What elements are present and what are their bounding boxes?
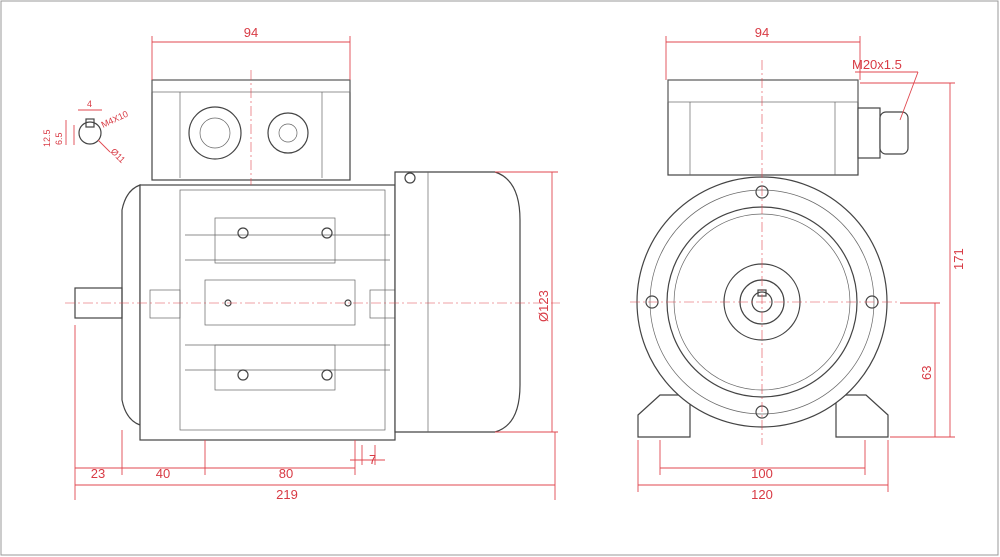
key-height-label: 12.5 [42,129,52,147]
shaft-thread-label: M4X10 [100,109,130,130]
key-width-label: 4 [87,99,92,109]
fan-cover [394,171,521,433]
key-depth-label: 6.5 [54,132,64,145]
cable-gland-side [188,106,242,160]
shaft-diameter-label: Ø11 [109,146,128,165]
dim-foot-spacing: 80 [279,466,293,481]
motor-body [139,184,396,441]
dim-fan-cover-diameter: Ø123 [536,290,551,322]
dimension-lines [74,36,955,500]
end-view [630,60,909,445]
shaft-key-detail [65,109,111,153]
dim-foot-hole: 7 [369,452,376,467]
dim-flange-to-foot: 40 [156,466,170,481]
foot-right [835,394,889,438]
dim-terminal-width-end: 94 [755,25,769,40]
dim-overall-length: 219 [276,487,298,502]
terminal-box-end [667,79,859,176]
dim-shaft-height: 63 [919,366,934,380]
dim-shaft-length: 23 [91,466,105,481]
side-view [65,70,560,441]
dim-base-width: 120 [751,487,773,502]
gland-nut [857,107,881,159]
dim-foot-width: 100 [751,466,773,481]
dim-overall-height: 171 [951,248,966,270]
dim-terminal-width-side: 94 [244,25,258,40]
flange [121,184,141,426]
foot-left [637,394,691,438]
cable-gland-end [879,111,909,155]
dim-gland-thread: M20x1.5 [852,57,902,72]
